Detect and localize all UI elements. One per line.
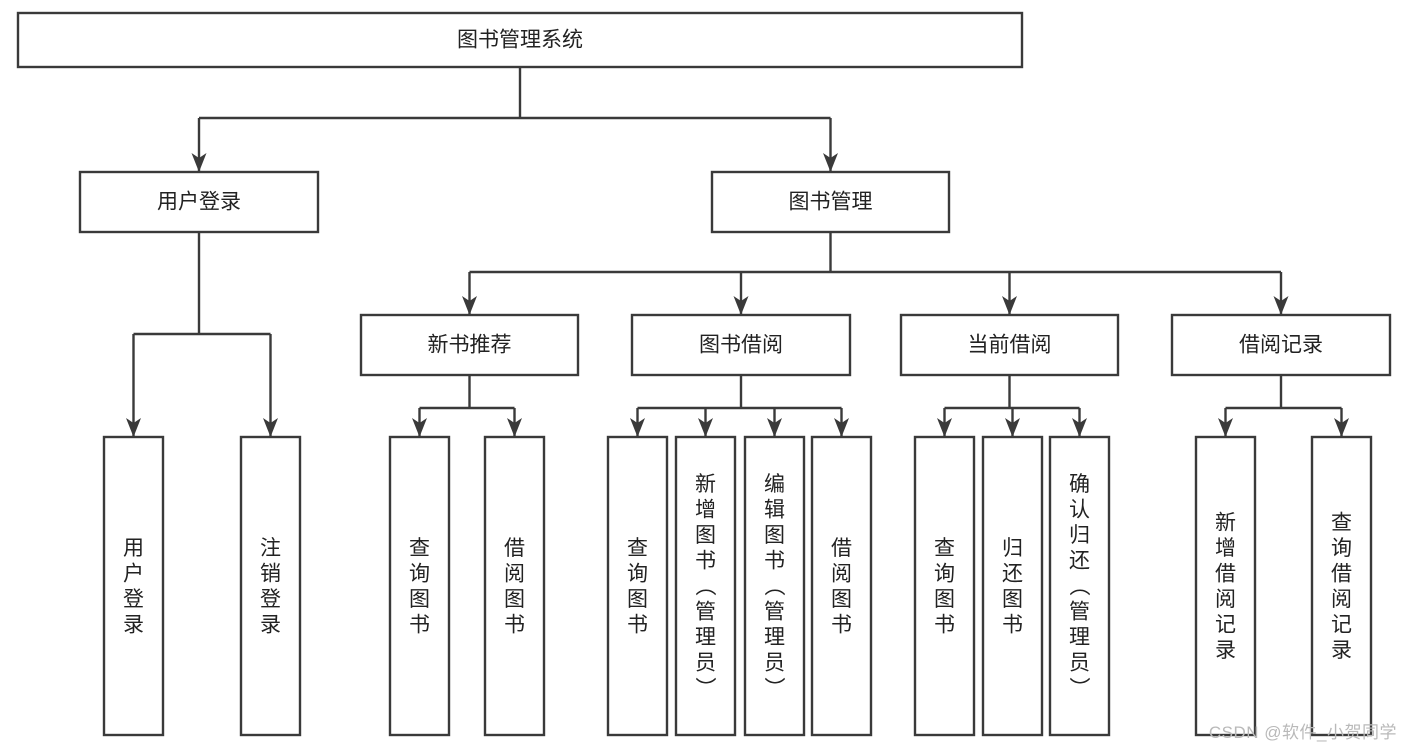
- arrow-head-icon: [834, 418, 849, 437]
- node-level3-当前借阅[interactable]: 当前借阅: [899, 313, 1120, 377]
- node-box: [239, 435, 302, 737]
- node-label: 当前借阅: [968, 334, 1052, 357]
- arrow-head-icon: [412, 418, 427, 437]
- connector-lines-group: [126, 67, 1349, 437]
- node-leaf-编辑图书管理员[interactable]: 编辑图书（管理员）: [743, 435, 806, 737]
- node-box: [981, 435, 1044, 737]
- node-label: 查询图书: [409, 537, 430, 637]
- node-leaf-查询图书[interactable]: 查询图书: [606, 435, 669, 737]
- node-box: [1048, 435, 1111, 737]
- node-boxes-group: 图书管理系统用户登录图书管理新书推荐图书借阅当前借阅借阅记录用户登录注销登录查询…: [16, 11, 1392, 737]
- node-label: 新增借阅记录: [1215, 511, 1236, 662]
- arrow-head-icon: [263, 418, 278, 437]
- node-box: [483, 435, 546, 737]
- node-root-图书管理系统[interactable]: 图书管理系统: [16, 11, 1024, 69]
- node-box: [899, 313, 1120, 377]
- arrow-head-icon: [823, 153, 838, 172]
- node-box: [359, 313, 580, 377]
- node-box: [710, 170, 951, 234]
- node-leaf-用户登录[interactable]: 用户登录: [102, 435, 165, 737]
- node-label: 借阅图书: [504, 537, 525, 637]
- node-label: 编辑图书（管理员）: [764, 473, 786, 700]
- node-leaf-借阅图书[interactable]: 借阅图书: [810, 435, 873, 737]
- arrow-head-icon: [1002, 296, 1017, 315]
- arrow-head-icon: [462, 296, 477, 315]
- arrow-head-icon: [698, 418, 713, 437]
- node-box: [1170, 313, 1392, 377]
- arrow-head-icon: [1273, 296, 1289, 315]
- node-label: 查询借阅记录: [1331, 511, 1352, 662]
- node-box: [606, 435, 669, 737]
- node-box: [16, 11, 1024, 69]
- node-label: 查询图书: [934, 537, 955, 637]
- node-leaf-注销登录[interactable]: 注销登录: [239, 435, 302, 737]
- node-label: 确认归还（管理员）: [1069, 473, 1091, 700]
- node-leaf-查询图书[interactable]: 查询图书: [913, 435, 976, 737]
- node-box: [388, 435, 451, 737]
- node-level2-图书管理[interactable]: 图书管理: [710, 170, 951, 234]
- node-box: [630, 313, 852, 377]
- arrow-head-icon: [1005, 418, 1020, 437]
- arrow-head-icon: [507, 418, 522, 437]
- node-label: 借阅记录: [1239, 334, 1323, 357]
- node-label: 新书推荐: [428, 334, 512, 357]
- node-box: [1310, 435, 1373, 737]
- node-level3-借阅记录[interactable]: 借阅记录: [1170, 313, 1392, 377]
- node-leaf-新增借阅记录[interactable]: 新增借阅记录: [1194, 435, 1257, 737]
- node-label: 注销登录: [260, 537, 281, 637]
- node-label: 新增图书（管理员）: [695, 473, 717, 700]
- node-level3-新书推荐[interactable]: 新书推荐: [359, 313, 580, 377]
- arrow-head-icon: [1218, 418, 1233, 437]
- node-label: 归还图书: [1002, 537, 1023, 637]
- arrow-head-icon: [1334, 418, 1349, 437]
- arrow-head-icon: [191, 153, 207, 172]
- node-box: [1194, 435, 1257, 737]
- node-label: 图书管理系统: [457, 29, 583, 52]
- arrow-head-icon: [126, 418, 141, 437]
- node-label: 借阅图书: [831, 537, 852, 637]
- arrow-head-icon: [767, 418, 782, 437]
- node-label: 用户登录: [157, 191, 241, 214]
- node-label: 图书借阅: [699, 334, 783, 357]
- arrow-head-icon: [630, 418, 645, 437]
- node-box: [913, 435, 976, 737]
- node-leaf-新增图书管理员[interactable]: 新增图书（管理员）: [674, 435, 737, 737]
- arrow-head-icon: [1072, 418, 1087, 437]
- node-label: 用户登录: [123, 537, 144, 637]
- node-leaf-归还图书[interactable]: 归还图书: [981, 435, 1044, 737]
- node-level3-图书借阅[interactable]: 图书借阅: [630, 313, 852, 377]
- node-leaf-查询图书[interactable]: 查询图书: [388, 435, 451, 737]
- node-box: [743, 435, 806, 737]
- watermark-label: CSDN @软件_小贺同学: [1208, 723, 1397, 742]
- node-leaf-确认归还管理员[interactable]: 确认归还（管理员）: [1048, 435, 1111, 737]
- node-box: [102, 435, 165, 737]
- node-label: 图书管理: [789, 191, 873, 214]
- node-box: [674, 435, 737, 737]
- node-level2-用户登录[interactable]: 用户登录: [78, 170, 320, 234]
- node-leaf-查询借阅记录[interactable]: 查询借阅记录: [1310, 435, 1373, 737]
- node-label: 查询图书: [627, 537, 648, 637]
- arrow-head-icon: [937, 418, 952, 437]
- node-box: [810, 435, 873, 737]
- node-box: [78, 170, 320, 234]
- node-leaf-借阅图书[interactable]: 借阅图书: [483, 435, 546, 737]
- arrow-head-icon: [733, 296, 749, 315]
